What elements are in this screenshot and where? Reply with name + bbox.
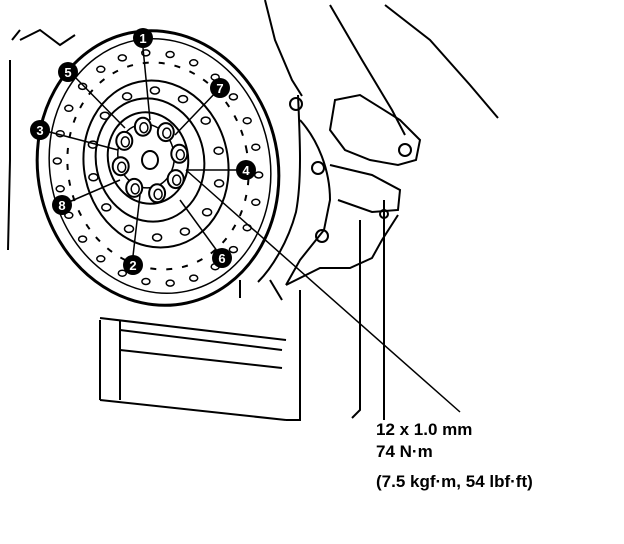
rivet-hole <box>253 171 264 179</box>
flywheel-bolt <box>125 177 144 198</box>
block-holes <box>289 97 412 243</box>
rivet-hole <box>141 49 151 57</box>
rivet-hole <box>141 277 151 286</box>
rivet-hole <box>101 203 112 212</box>
rivet-hole <box>188 274 199 282</box>
rivet-hole <box>242 116 252 125</box>
flywheel-bolt <box>148 183 167 204</box>
center-bolts <box>111 116 189 204</box>
rivet-hole <box>228 93 239 101</box>
rivet-hole <box>177 94 189 104</box>
torque-spec-alt-units: (7.5 kgf·m, 54 lbf·ft) <box>376 472 533 491</box>
rivet-hole <box>121 92 133 101</box>
engine-stand-outline <box>7 0 499 421</box>
rivet-hole <box>123 224 135 234</box>
flywheel-bolt <box>170 143 189 164</box>
rivet-hole <box>201 208 213 217</box>
sequence-label-1: 1 <box>139 31 146 46</box>
sequence-label-6: 6 <box>218 251 225 266</box>
flywheel-bolt <box>115 130 134 151</box>
sequence-marker-4: 4 <box>236 160 256 180</box>
rivet-hole <box>96 255 106 263</box>
sequence-marker-5: 5 <box>58 62 78 82</box>
rivet-hole <box>77 235 88 243</box>
rivet-hole <box>165 50 175 59</box>
rivet-hole <box>55 185 65 193</box>
sequence-marker-6: 6 <box>212 248 232 268</box>
sequence-label-7: 7 <box>216 81 223 96</box>
rivet-hole <box>99 111 111 120</box>
rivet-hole <box>117 269 128 277</box>
torque-spec: 74 N·m <box>376 442 433 461</box>
rivet-hole <box>228 245 239 254</box>
rivet-hole <box>117 54 128 62</box>
sequence-label-3: 3 <box>36 123 43 138</box>
sequence-label-8: 8 <box>58 198 65 213</box>
rivet-hole <box>149 86 161 95</box>
rivet-hole <box>188 59 199 67</box>
sequence-label-2: 2 <box>129 258 136 273</box>
rivet-hole <box>251 143 261 151</box>
flywheel-bolt <box>156 122 175 143</box>
sequence-marker-2: 2 <box>123 255 143 275</box>
center-hub <box>141 150 159 170</box>
sequence-marker-8: 8 <box>52 195 72 215</box>
rivet-hole <box>64 104 74 113</box>
sequence-leaders <box>41 47 461 413</box>
rivet-hole <box>251 198 261 207</box>
rivet-hole <box>96 65 106 74</box>
rivet-hole <box>88 173 99 182</box>
flywheel-bolt <box>111 156 130 177</box>
rivet-hole <box>213 146 224 155</box>
sequence-marker-3: 3 <box>30 120 50 140</box>
rivet-hole <box>77 82 88 91</box>
flywheel-bolt <box>166 169 185 190</box>
flywheel-bolt <box>133 116 152 137</box>
rivet-hole <box>200 116 211 125</box>
sequence-marker-1: 1 <box>133 28 153 48</box>
rivet-hole <box>179 227 191 236</box>
rivet-hole <box>165 279 175 287</box>
bolt-thread-spec: 12 x 1.0 mm <box>376 420 473 439</box>
rivet-hole <box>52 157 63 165</box>
sequence-label-4: 4 <box>242 163 250 178</box>
rivet-hole <box>213 179 225 188</box>
sequence-marker-7: 7 <box>210 78 230 98</box>
rivet-hole <box>151 233 163 242</box>
sequence-label-5: 5 <box>64 65 71 80</box>
